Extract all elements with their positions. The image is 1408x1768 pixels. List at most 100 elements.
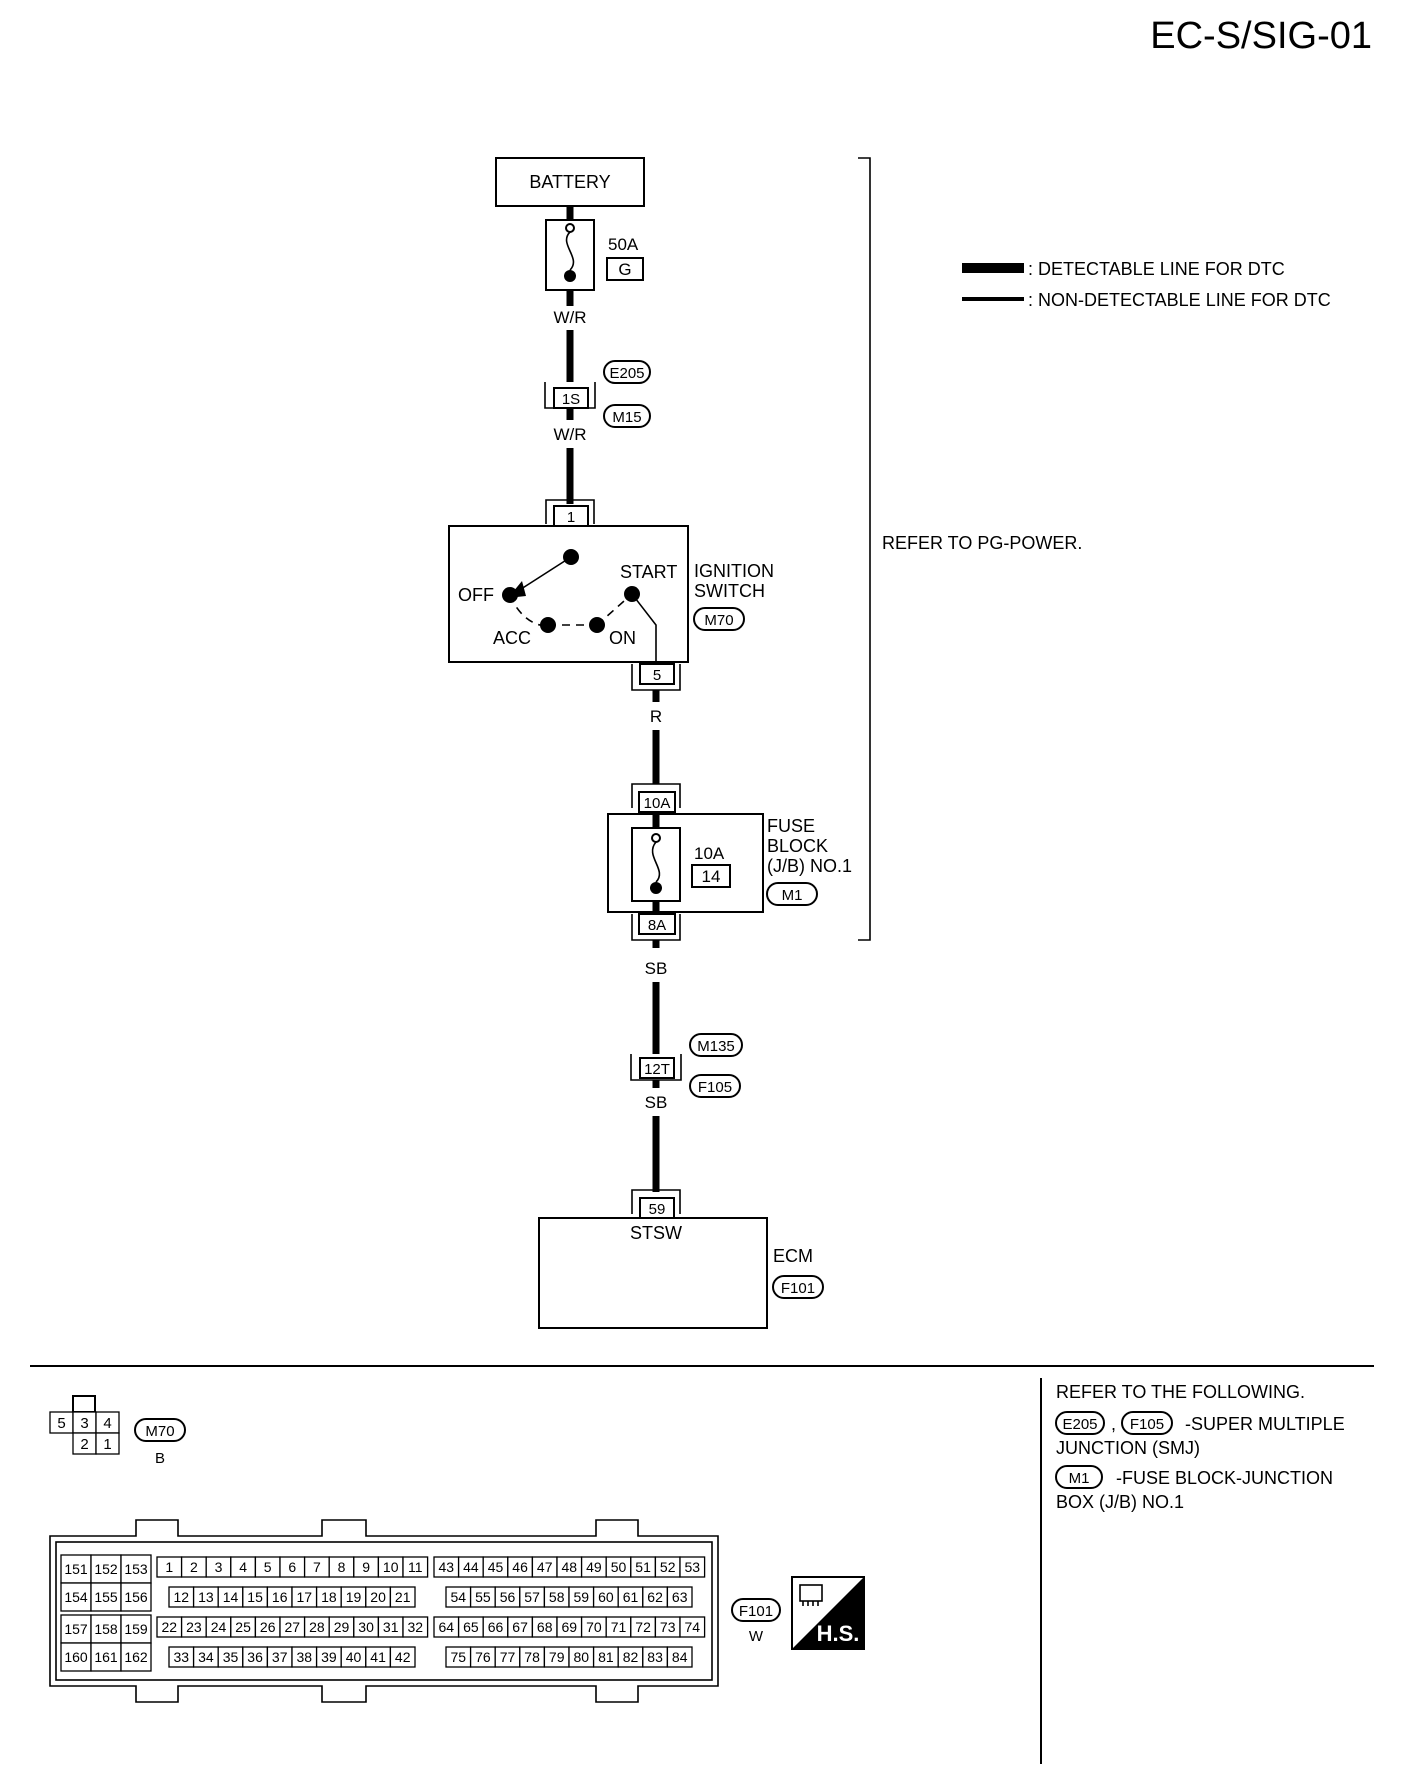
ignition-off-label: OFF [458,585,494,605]
connector-pin-cell: 7 [303,1556,330,1578]
connector-pin-cell: 46 [507,1556,534,1578]
connector-pin-cell: 55 [469,1586,496,1608]
connector-pin-cell: 49 [580,1556,607,1578]
connector-pin-label: 41 [370,1649,386,1665]
connector-pin-label: 51 [635,1559,651,1575]
connector-pin-label: 34 [198,1649,214,1665]
connector-pin-cell: 81 [592,1646,619,1668]
connector-pin-cell: 80 [568,1646,595,1668]
connector-pin-label: 77 [500,1649,516,1665]
connector-pin-cell: 2 [180,1556,207,1578]
connector-pin-cell: 5 [254,1556,281,1578]
connector-pin-cell: 59 [568,1586,595,1608]
ignition-switch: 1 OFF ACC ON START IGNITION SWITCH M70 5 [448,499,774,691]
ignition-pin-in: 1 [567,509,575,526]
connector-pin-label: 161 [94,1649,118,1665]
connector-f105-id: F105 [698,1079,732,1096]
connector-pin-label: 3 [215,1559,223,1575]
fuse-block-rating: 10A [694,844,725,863]
connector-pin-cell: 47 [531,1556,558,1578]
ignition-on-label: ON [609,628,636,648]
hs-badge-icon: H.S. [791,1576,865,1650]
connector-e205-m15: 1S E205 M15 [544,360,651,428]
refer-jb-conn: M1 [1069,1470,1090,1487]
connector-pin-label: 50 [611,1559,627,1575]
connector-pin-label: 16 [272,1589,288,1605]
connector-pin-cell: 18 [315,1586,342,1608]
ignition-start-label: START [620,562,677,582]
connector-pin-label: 156 [124,1589,148,1605]
m70-face-color: B [155,1450,165,1467]
connector-pin-cell: 27 [279,1616,306,1638]
connector-pin-label: 13 [198,1589,214,1605]
connector-pin-label: 82 [623,1649,639,1665]
connector-pin-cell: 10 [377,1556,404,1578]
refer-smj-line2: JUNCTION (SMJ) [1056,1438,1200,1458]
connector-pin-label: 1 [103,1436,111,1453]
connector-pin-cell: 153 [120,1554,152,1584]
fuse-block-id: 14 [702,867,721,886]
connector-pin-cell: 22 [156,1616,183,1638]
connector-pin-label: 5 [264,1559,272,1575]
ecm-conn-id: F101 [781,1280,815,1297]
connector-pin-label: 3 [80,1415,88,1432]
connector-pin-cell: 155 [90,1582,122,1612]
connector-pin-label: 32 [408,1619,424,1635]
connector-pin-label: 35 [223,1649,239,1665]
connector-pin-cell: 74 [679,1616,706,1638]
connector-pin-cell: 11 [402,1556,429,1578]
connector-pin-cell: 32 [402,1616,429,1638]
connector-m135-id: M135 [697,1038,735,1055]
connector-pin-label: 36 [247,1649,263,1665]
connector-pin-label: 72 [635,1619,651,1635]
connector-pin-label: 38 [297,1649,313,1665]
connector-pin-cell: 26 [254,1616,281,1638]
connector-pin-label: 69 [562,1619,578,1635]
connector-pin-cell: 16 [266,1586,293,1608]
ignition-acc-label: ACC [493,628,531,648]
connector-pin-cell: 83 [642,1646,669,1668]
connector-pin-label: 160 [64,1649,88,1665]
connector-pin-label: 64 [439,1619,455,1635]
connector-pin-cell: 13 [192,1586,219,1608]
connector-pin-label: 10 [383,1559,399,1575]
connector-pin-cell: 38 [291,1646,318,1668]
connector-pin-cell: 1 [95,1432,120,1455]
connector-pin-cell: 77 [494,1646,521,1668]
connector-pin-cell: 3 [205,1556,232,1578]
connector-pin-label: 79 [549,1649,565,1665]
connector-pin-cell: 64 [433,1616,460,1638]
connector-pin-cell: 52 [654,1556,681,1578]
refer-jb-line2: BOX (J/B) NO.1 [1056,1492,1184,1512]
connector-pin-label: 19 [346,1589,362,1605]
connector-pin-cell: 66 [482,1616,509,1638]
connector-pin-cell: 68 [531,1616,558,1638]
connector-pin-cell: 30 [353,1616,380,1638]
connector-pin-label: 53 [685,1559,701,1575]
connector-pin-label: 74 [685,1619,701,1635]
connector-pin-label: 46 [512,1559,528,1575]
ignition-name-line1: IGNITION [694,561,774,581]
refer-smj-sep: , [1111,1414,1116,1434]
connector-pin-cell: 50 [605,1556,632,1578]
connector-pin-label: 66 [488,1619,504,1635]
connector-pin-cell: 23 [180,1616,207,1638]
connector-pin-cell: 39 [315,1646,342,1668]
connector-pin-label: 155 [94,1589,118,1605]
connector-pin-cell: 65 [457,1616,484,1638]
connector-pin-cell: 4 [230,1556,257,1578]
refer-smj-conn1: E205 [1062,1416,1097,1433]
connector-pin-label: 4 [103,1415,111,1432]
connector-pin-cell: 5 [49,1411,74,1434]
connector-pin-label: 31 [383,1619,399,1635]
connector-pin-cell: 45 [482,1556,509,1578]
wire-label-sb-1: SB [645,959,668,978]
connector-pin-label: 67 [512,1619,528,1635]
connector-pin-cell: 24 [205,1616,232,1638]
connector-m15-id: M15 [612,409,641,426]
connector-pin-cell: 53 [679,1556,706,1578]
ecm-pin: 59 [649,1201,666,1218]
connector-pin-label: 76 [475,1649,491,1665]
connector-pin-cell: 42 [389,1646,416,1668]
connector-pin-cell: 151 [60,1554,92,1584]
